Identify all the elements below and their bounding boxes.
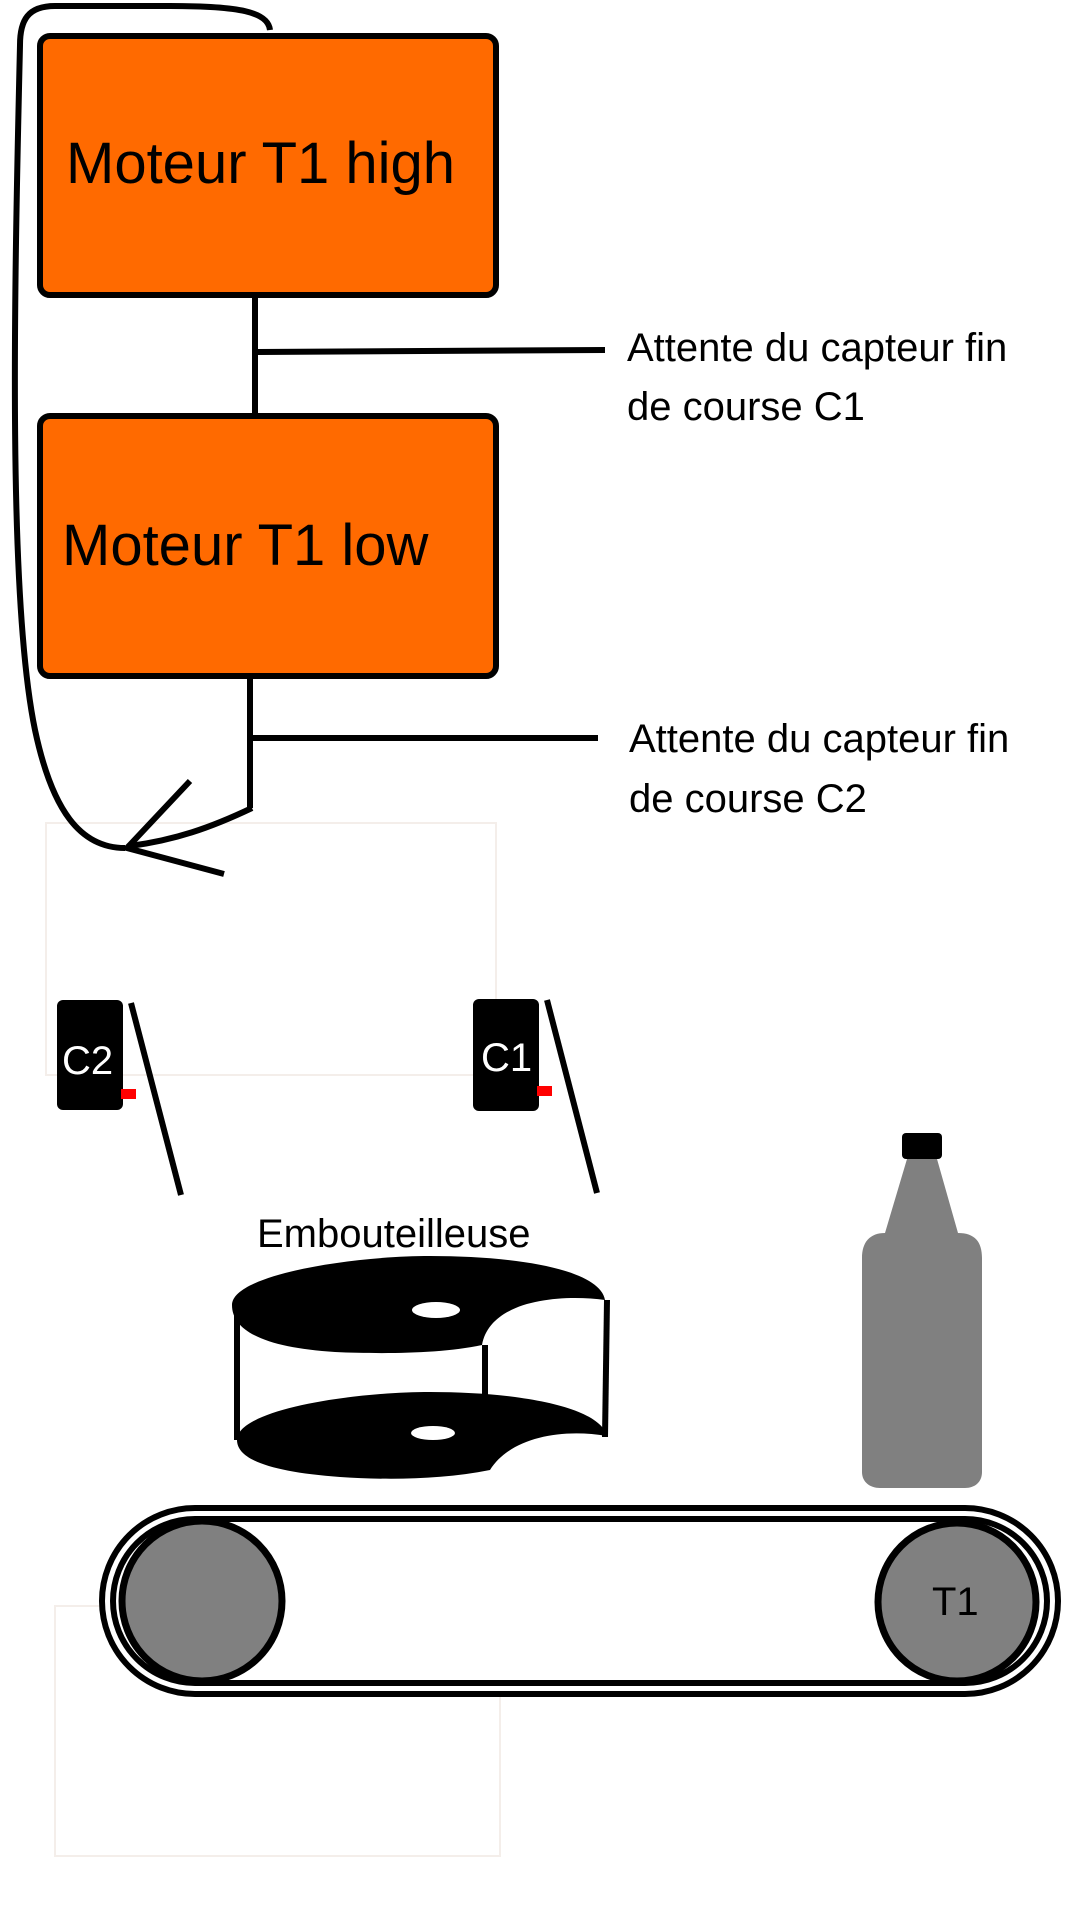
transition-2-label-line1: Attente du capteur fin [629,717,1009,761]
bottle-body [862,1159,982,1488]
bottling-machine [232,1256,610,1479]
machine-bottom-hole [411,1426,455,1440]
conveyor-outer-belt [99,1505,1061,1697]
sensor-c2-indicator [121,1089,136,1099]
step-high-label: Moteur T1 high [66,131,455,196]
loop-back-line [11,2,273,851]
sensor-c1-lever [544,999,600,1194]
sensor-c1-body [473,999,539,1111]
conveyor-motor-label: T1 [932,1580,979,1624]
bottle-cap [902,1133,942,1159]
machine-label: Embouteilleuse [257,1212,531,1256]
sensor-c1-indicator [537,1086,552,1096]
sensor-c2-body [57,1000,123,1110]
step-low-label: Moteur T1 low [62,513,430,578]
link-to-arrow [129,805,254,849]
step-moteur-t1-low: Moteur T1 low [37,413,499,679]
machine-top-hole [412,1302,460,1318]
step-high-box [37,33,499,298]
sensor-c1: C1 [473,999,600,1194]
sensor-c2-label: C2 [62,1039,113,1083]
transition-1-bar [257,347,606,355]
conveyor-roller-left [118,1517,286,1685]
step-low-box [37,413,499,679]
transition-1-label-line2: de course C1 [627,385,865,429]
sensor-c2: C2 [57,1000,184,1196]
conveyor-roller-t1 [874,1519,1040,1685]
conveyor: T1 [99,1505,1061,1697]
machine-post-right [602,1299,610,1438]
sensor-c2-lever [128,1002,184,1196]
transition-1-label-line1: Attente du capteur fin [627,326,1007,370]
loop-arrowhead [121,778,225,877]
bottle [862,1133,982,1488]
transition-2-label-line2: de course C2 [629,777,867,821]
conveyor-inner-belt [110,1516,1050,1686]
sensor-c1-label: C1 [481,1036,532,1080]
step-moteur-t1-high: Moteur T1 high [37,33,499,298]
faint-frame-top [45,822,497,1076]
